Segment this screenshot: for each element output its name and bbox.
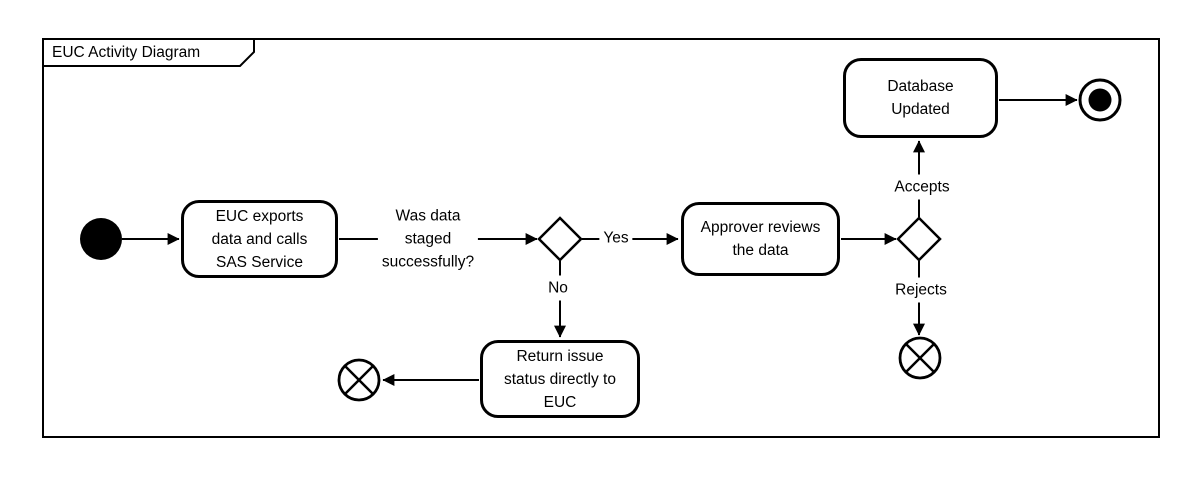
end-event-icon <box>1078 78 1122 122</box>
edge-label-question: Was data staged successfully? <box>377 203 479 275</box>
task-euc-exports-label: EUC exports data and calls SAS Service <box>211 207 308 271</box>
diagram-title-tab <box>42 38 255 67</box>
start-event-icon <box>80 218 122 260</box>
edge-label-accepts: Accepts <box>890 174 954 200</box>
cancel-event-left-icon <box>337 358 381 402</box>
edge-label-yes: Yes <box>599 225 633 251</box>
task-return-issue: Return issue status directly to EUC <box>480 340 640 418</box>
task-approver-reviews-label: Approver reviews the data <box>700 219 821 259</box>
task-euc-exports: EUC exports data and calls SAS Service <box>181 200 338 278</box>
task-database-updated: Database Updated <box>843 58 998 138</box>
diagram-frame <box>42 38 1160 438</box>
task-return-issue-label: Return issue status directly to EUC <box>504 347 616 411</box>
edge-label-no: No <box>544 275 572 301</box>
task-database-updated-label: Database Updated <box>887 78 954 118</box>
edge-label-rejects: Rejects <box>891 277 951 303</box>
diagram-title: EUC Activity Diagram <box>52 44 201 61</box>
gateway-staged-decision-icon <box>537 216 583 262</box>
gateway-approval-decision-icon <box>896 216 942 262</box>
cancel-event-right-icon <box>898 336 942 380</box>
task-approver-reviews: Approver reviews the data <box>681 202 840 276</box>
